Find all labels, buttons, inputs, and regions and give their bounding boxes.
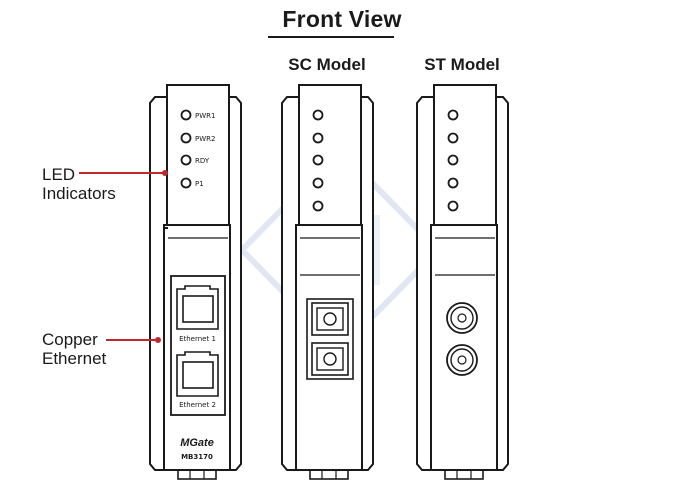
title-underline: [268, 36, 394, 38]
led-callout-pointer: [79, 170, 168, 176]
led-label-pwr2: PWR2: [195, 135, 215, 143]
led-label-p1: P1: [195, 180, 204, 188]
copper-callout: Copper Ethernet: [42, 330, 106, 368]
sc-led-group: [312, 109, 324, 212]
copper-callout-pointer: [106, 337, 161, 343]
led-label-rdy: RDY: [195, 157, 210, 165]
led-callout-line1: LED: [42, 165, 76, 184]
port-label-eth2: Ethernet 2: [179, 401, 216, 409]
device-sc: [281, 84, 374, 480]
led-pwr2: [180, 132, 192, 144]
led-callout: LED Indicators: [42, 165, 116, 203]
led-rdy: [180, 154, 192, 166]
copper-callout-line1: Copper: [42, 330, 98, 349]
led-label-pwr1: PWR1: [195, 112, 215, 120]
st-model-label: ST Model: [424, 55, 500, 74]
device-st: [416, 84, 509, 480]
led-callout-line2: Indicators: [42, 184, 116, 203]
copper-callout-line2: Ethernet: [42, 349, 107, 368]
led-group: [180, 109, 192, 189]
page-title: Front View: [282, 6, 402, 32]
model-number: MB3170: [181, 453, 213, 461]
led-p1: [180, 177, 192, 189]
led-pwr1: [180, 109, 192, 121]
sc-model-label: SC Model: [288, 55, 366, 74]
port-label-eth1: Ethernet 1: [179, 335, 216, 343]
brand-name: MGate: [180, 437, 214, 449]
device-copper: [149, 84, 242, 480]
st-led-group: [447, 109, 459, 212]
